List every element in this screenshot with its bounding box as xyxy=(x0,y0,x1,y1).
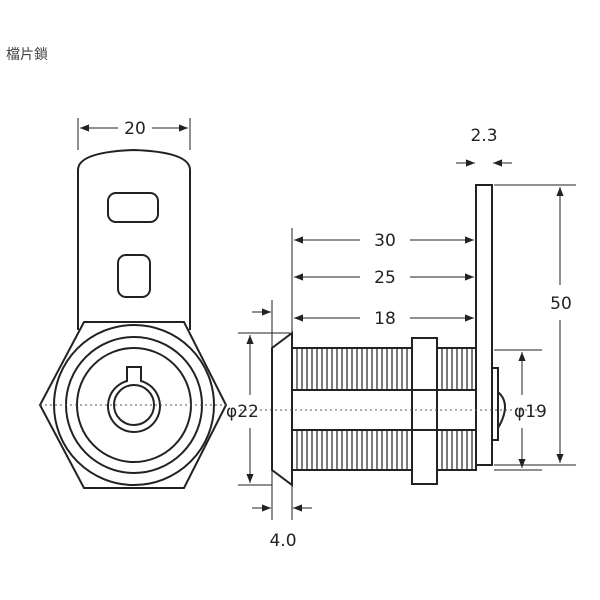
outer-ring xyxy=(53,324,215,486)
dim-plate-thickness: 2.3 xyxy=(470,126,497,146)
cam-slot-lower xyxy=(117,254,151,298)
cam-tab xyxy=(77,148,191,330)
dim-flange-diameter: φ22 xyxy=(226,402,259,422)
side-view: 30 25 18 2.3 50 φ19 φ22 4.0 xyxy=(226,126,576,551)
cam-plate xyxy=(475,184,493,466)
dim-width-20: 20 xyxy=(124,119,146,139)
dim-length-30: 30 xyxy=(374,231,396,251)
dim-height-50: 50 xyxy=(550,294,572,314)
dim-length-18: 18 xyxy=(374,309,396,329)
dim-flange-thickness: 4.0 xyxy=(269,531,296,551)
mounting-nut xyxy=(411,337,438,485)
dim-body-diameter: φ19 xyxy=(514,402,547,422)
hex-nut xyxy=(38,321,228,489)
flange xyxy=(271,331,293,487)
page-title: 檔片鎖 xyxy=(6,47,48,63)
front-view: 20 xyxy=(38,118,228,489)
keyhole-icon xyxy=(107,366,161,434)
cam-stop xyxy=(491,367,499,441)
dim-length-25: 25 xyxy=(374,268,396,288)
cam-slot-upper xyxy=(107,192,159,223)
